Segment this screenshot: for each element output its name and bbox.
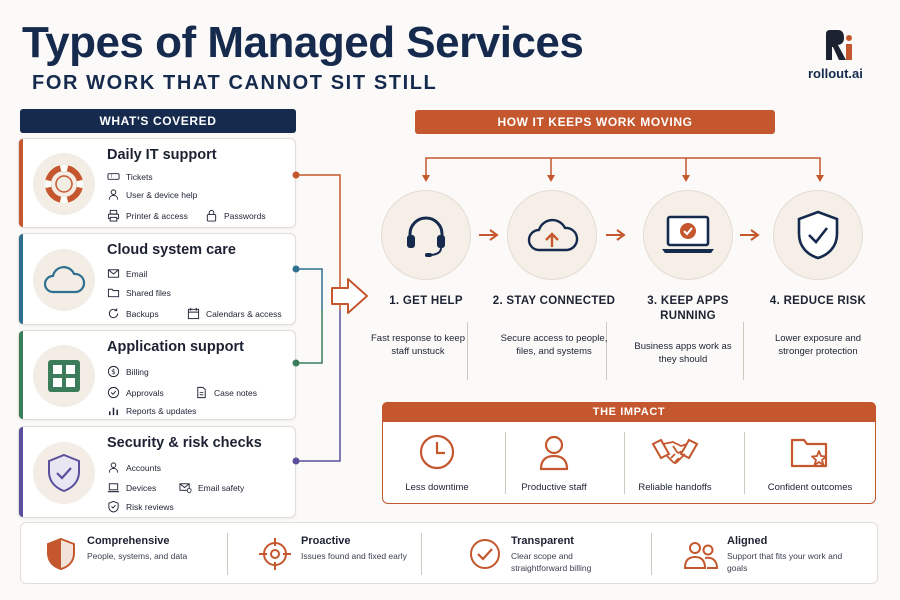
check-circle-icon	[107, 386, 120, 399]
shield-check-small-icon	[108, 500, 119, 513]
headset-icon	[381, 190, 471, 280]
values-footer: Comprehensive People, systems, and data …	[20, 522, 878, 584]
big-arrow-icon	[331, 278, 368, 314]
divider	[606, 322, 607, 380]
sub-item: Case notes	[195, 386, 257, 399]
target-icon	[259, 538, 291, 570]
card-security-risk-checks: Security & risk checks Accounts Devices …	[18, 426, 296, 518]
card-title: Cloud system care	[107, 242, 236, 258]
user-icon	[108, 189, 119, 200]
sub-item: Printer & access	[107, 209, 188, 222]
step-description: Fast response to keep staff unstuck	[371, 333, 465, 357]
card-title: Security & risk checks	[107, 435, 262, 451]
arrow-right-icon	[479, 229, 499, 241]
logo-text: rollout.ai	[808, 66, 863, 81]
step-description: Secure access to people, files, and syst…	[500, 333, 608, 357]
dollar-icon: $	[107, 365, 120, 378]
people-icon	[683, 542, 719, 569]
person-icon	[539, 435, 569, 471]
card-daily-it-support: Daily IT support Tickets User & device h…	[18, 138, 296, 228]
how-it-works-heading: HOW IT KEEPS WORK MOVING	[415, 110, 775, 134]
laptop-icon	[107, 483, 120, 493]
impact-item: Productive staff	[494, 432, 614, 493]
sub-item: Passwords	[205, 209, 266, 222]
sub-item: Accounts	[107, 461, 161, 474]
card-accent-bar	[19, 427, 23, 517]
card-cloud-system-care: Cloud system care Email Shared files Bac…	[18, 233, 296, 325]
lifebuoy-icon	[33, 153, 95, 215]
step-description: Business apps work as they should	[634, 341, 732, 365]
steps-connector	[422, 157, 824, 182]
sub-item: Email	[107, 267, 147, 280]
shield-check-icon	[773, 190, 863, 280]
calendar-icon	[187, 307, 200, 320]
divider	[624, 432, 625, 494]
shield-icon	[47, 537, 75, 571]
cloud-upload-icon	[507, 190, 597, 280]
sub-item: Devices	[107, 481, 156, 494]
card-accent-bar	[19, 331, 23, 419]
divider	[743, 322, 744, 380]
step-title: 1. GET HELP	[389, 295, 463, 307]
arrow-right-icon	[740, 229, 760, 241]
svg-text:$: $	[111, 367, 116, 376]
sub-item: Shared files	[107, 286, 171, 299]
sub-item: Backups	[107, 307, 159, 320]
clock-icon	[419, 434, 455, 470]
sub-item: User & device help	[107, 188, 197, 201]
divider	[651, 533, 652, 575]
card-application-support: Application support $ Billing Approvals …	[18, 330, 296, 420]
sub-item: Email safety	[179, 481, 244, 494]
check-circle-icon	[470, 539, 500, 569]
email-shield-icon	[179, 483, 192, 494]
sub-item: Approvals	[107, 386, 164, 399]
step-title: 2. STAY CONNECTED	[492, 295, 616, 307]
step-title: 3. KEEP APPS RUNNING	[647, 295, 729, 322]
laptop-check-icon	[643, 190, 733, 280]
brand-logo: rollout.ai	[808, 28, 888, 88]
sub-item: $ Billing	[107, 365, 149, 378]
card-connectors	[292, 171, 341, 465]
sub-item: Risk reviews	[107, 500, 174, 513]
divider	[421, 533, 422, 575]
shield-check-icon	[33, 442, 95, 504]
ticket-icon	[107, 173, 120, 180]
step-description: Lower exposure and stronger protection	[774, 333, 862, 357]
step-title: 4. REDUCE RISK	[769, 295, 867, 307]
handshake-icon	[651, 438, 699, 464]
user-icon	[108, 462, 119, 473]
email-icon	[107, 269, 120, 278]
logo-mark-icon	[826, 30, 852, 60]
sub-item: Tickets	[107, 170, 153, 183]
arrow-right-icon	[606, 229, 626, 241]
folder-icon	[107, 288, 120, 298]
impact-item: Confident outcomes	[750, 432, 870, 493]
sub-item: Calendars & access	[187, 307, 282, 320]
app-grid-icon	[33, 345, 95, 407]
impact-item: Reliable handoffs	[615, 432, 735, 493]
card-accent-bar	[19, 234, 23, 324]
page-title: Types of Managed Services	[22, 18, 584, 67]
divider	[505, 432, 506, 494]
sub-item: Reports & updates	[107, 404, 196, 417]
lock-icon	[206, 209, 217, 222]
bar-chart-icon	[109, 407, 118, 416]
card-accent-bar	[19, 139, 23, 227]
impact-item: Less downtime	[377, 432, 497, 493]
page-subtitle: FOR WORK THAT CANNOT SIT STILL	[32, 72, 438, 94]
card-title: Application support	[107, 339, 244, 355]
whats-covered-heading: WHAT'S COVERED	[20, 109, 296, 133]
divider	[744, 432, 745, 494]
document-icon	[197, 386, 206, 399]
folder-star-icon	[790, 438, 828, 468]
impact-heading: THE IMPACT	[382, 402, 876, 422]
divider	[227, 533, 228, 575]
backup-icon	[108, 308, 119, 319]
card-title: Daily IT support	[107, 147, 217, 163]
divider	[467, 322, 468, 380]
cloud-icon	[33, 249, 95, 311]
printer-icon	[107, 209, 120, 222]
